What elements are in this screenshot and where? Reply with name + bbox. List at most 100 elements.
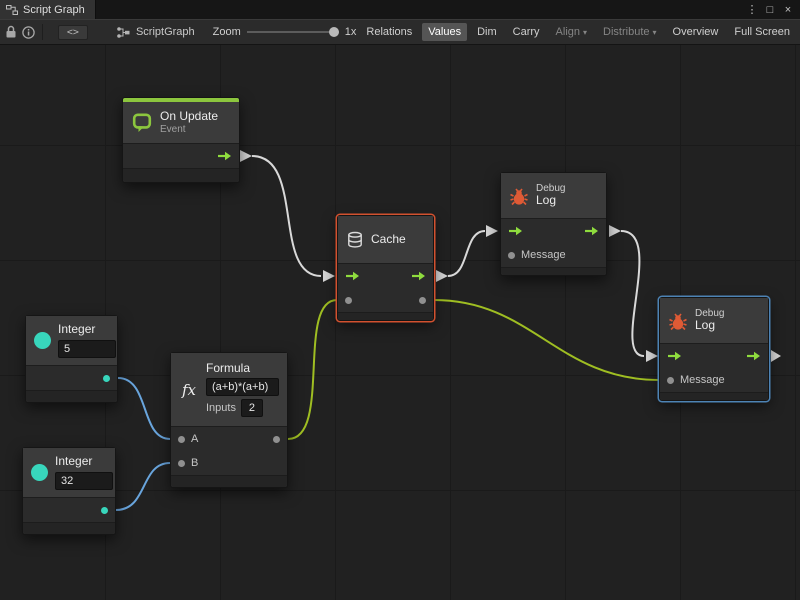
align-dropdown[interactable]: Align▾ [550, 23, 593, 41]
distribute-label: Distribute [603, 26, 650, 38]
port-row: B [171, 451, 287, 475]
node-header: fx Formula (a+b)*(a+b) Inputs 2 [171, 353, 287, 427]
lock-button[interactable] [4, 23, 18, 41]
zoom-slider[interactable] [246, 26, 339, 38]
close-icon[interactable]: × [784, 3, 792, 16]
formula-output-port[interactable] [273, 435, 280, 443]
node-title: Integer [58, 322, 96, 337]
node-title: Integer [55, 454, 93, 469]
overview-button[interactable]: Overview [672, 26, 719, 38]
node-debug-log-top[interactable]: Debug Log Message [500, 172, 607, 276]
node-integer-32[interactable]: Integer 32 [22, 447, 116, 535]
integer-icon [31, 464, 48, 481]
relations-button[interactable]: Relations [366, 26, 413, 38]
align-label: Align [555, 26, 581, 38]
carry-button[interactable]: Carry [512, 26, 540, 38]
port-label: B [191, 457, 199, 469]
flow-input-port-icon[interactable] [667, 351, 682, 361]
node-subtitle: Log [695, 318, 716, 333]
wire-cap [486, 225, 498, 237]
flow-output-port-icon[interactable] [217, 151, 232, 161]
wire-cap [240, 150, 252, 162]
integer-icon [34, 332, 51, 349]
zoom-value: 1x [344, 26, 357, 38]
graph-canvas[interactable]: On Update Event Cache [0, 45, 800, 600]
on-update-event-icon [132, 112, 152, 132]
wire-cap [609, 225, 621, 237]
formula-input-a-port[interactable] [178, 435, 185, 443]
chevron-down-icon: ▾ [583, 28, 588, 37]
tab-script-graph[interactable]: Script Graph [0, 0, 96, 19]
lock-icon [6, 25, 16, 38]
integer-output-port[interactable] [101, 506, 108, 514]
node-title: Cache [371, 231, 406, 246]
port-row: Message [501, 243, 606, 267]
node-header: Cache [338, 216, 433, 264]
node-subtitle: Event [160, 124, 186, 136]
value-output-port[interactable] [419, 296, 426, 304]
wire-value-int32-formula-b[interactable] [115, 462, 171, 511]
wire-exec-onupdate-cache[interactable] [251, 155, 322, 277]
port-row [660, 344, 768, 368]
node-formula[interactable]: fx Formula (a+b)*(a+b) Inputs 2 A B [170, 352, 288, 488]
node-footer [501, 267, 606, 275]
graph-tab-icon [6, 4, 18, 15]
node-debug-log-right[interactable]: Debug Log Message [659, 297, 769, 401]
wire-exec-cache-debug[interactable] [447, 230, 486, 277]
formula-fx-icon: fx [181, 380, 196, 399]
flow-output-port-icon[interactable] [584, 226, 599, 236]
integer-value-field[interactable]: 5 [58, 339, 116, 358]
integer-output-port[interactable] [103, 374, 110, 382]
node-header: Integer 5 [26, 316, 117, 366]
wire-value-int5-formula-a[interactable] [117, 377, 171, 440]
zoom-slider-knob[interactable] [328, 27, 339, 37]
wire-value-formula-cache[interactable] [287, 299, 338, 440]
graph-toolbar: <> ScriptGraph Zoom 1x Relations Values … [0, 19, 800, 45]
fullscreen-button[interactable]: Full Screen [734, 26, 790, 38]
node-footer [660, 392, 768, 400]
node-footer [23, 522, 115, 534]
dim-button[interactable]: Dim [477, 26, 497, 38]
wire-cap [323, 270, 335, 282]
node-on-update-event[interactable]: On Update Event [122, 97, 240, 183]
zoom-slider-track[interactable] [246, 31, 339, 33]
values-button[interactable]: Values [422, 23, 468, 41]
info-icon [22, 25, 35, 39]
inputs-count-field[interactable]: 2 [240, 399, 263, 418]
wire-value-cache-debug-message[interactable] [433, 299, 660, 381]
node-footer [26, 390, 117, 402]
info-button[interactable] [22, 23, 36, 41]
zoom-control: Zoom 1x [213, 26, 357, 38]
integer-value-field[interactable]: 32 [55, 471, 113, 490]
port-label: Message [680, 374, 725, 386]
graph-breadcrumb[interactable]: ScriptGraph [116, 26, 195, 39]
formula-expression-field[interactable]: (a+b)*(a+b) [206, 378, 279, 397]
node-title: Debug [536, 183, 566, 195]
node-title: On Update [160, 108, 219, 123]
node-footer [123, 168, 239, 182]
menu-icon[interactable]: ⋮ [746, 4, 758, 16]
wire-exec-debug-debug[interactable] [620, 230, 645, 357]
node-header: Debug Log [501, 173, 606, 219]
unconnected-output-cap [771, 350, 781, 362]
message-input-port[interactable] [508, 251, 515, 259]
message-input-port[interactable] [667, 376, 674, 384]
flow-output-port-icon[interactable] [411, 271, 426, 281]
port-row [23, 498, 115, 522]
value-input-port[interactable] [345, 296, 352, 304]
node-integer-5[interactable]: Integer 5 [25, 315, 118, 403]
event-accent-bar [123, 98, 239, 102]
flow-input-port-icon[interactable] [508, 226, 523, 236]
port-row [501, 219, 606, 243]
flow-output-port-icon[interactable] [746, 351, 761, 361]
distribute-dropdown[interactable]: Distribute▾ [597, 23, 662, 41]
graph-name-label: ScriptGraph [135, 26, 195, 38]
maximize-icon[interactable]: □ [766, 3, 774, 16]
zoom-label: Zoom [212, 26, 241, 38]
flow-input-port-icon[interactable] [345, 271, 360, 281]
formula-input-b-port[interactable] [178, 459, 185, 467]
bug-icon [669, 313, 687, 330]
code-view-button[interactable]: <> [57, 24, 88, 40]
wire-layer [115, 150, 781, 511]
node-cache[interactable]: Cache [337, 215, 434, 321]
